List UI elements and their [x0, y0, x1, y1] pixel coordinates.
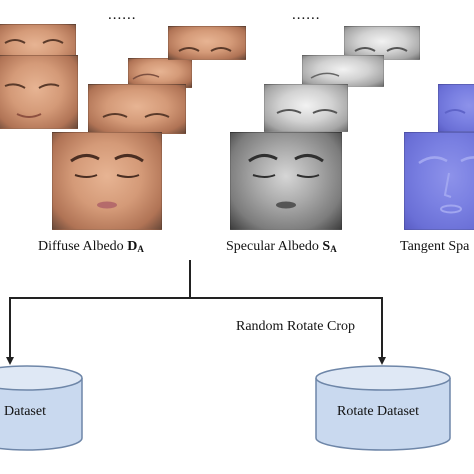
caption-tangent-text: Tangent Spa — [400, 239, 470, 254]
caption-specular-text: Specular Albedo — [226, 239, 323, 254]
specular-albedo-map-2 — [264, 84, 348, 132]
specular-albedo-map-1 — [230, 132, 342, 230]
connector-right-down — [381, 297, 383, 357]
specular-albedo-map-4 — [344, 26, 420, 60]
caption-diffuse-text: Diffuse Albedo — [38, 239, 128, 254]
connector-left-down — [9, 297, 11, 357]
diffuse-albedo-map-2 — [88, 84, 186, 134]
dataset-cylinder-left — [0, 365, 83, 451]
ellipsis-dots-diffuse: ...... — [108, 7, 137, 23]
connector-vertical-main — [189, 260, 191, 298]
dataset-cylinder-right — [315, 365, 451, 451]
caption-specular-symbol: S — [322, 239, 331, 254]
caption-diffuse-albedo: Diffuse Albedo DA — [38, 240, 144, 254]
diffuse-albedo-map-3 — [0, 55, 78, 129]
connector-horizontal — [9, 297, 383, 299]
tangent-space-map-2 — [438, 84, 474, 132]
caption-diffuse-subscript: A — [137, 244, 144, 254]
specular-albedo-map-3 — [302, 55, 384, 87]
tangent-space-map-1 — [404, 132, 474, 230]
caption-specular-subscript: A — [330, 244, 337, 254]
caption-diffuse-symbol: D — [127, 239, 138, 254]
dataset-label-right: Rotate Dataset — [337, 404, 420, 419]
dataset-label-left: Dataset — [4, 404, 46, 419]
ellipsis-dots-specular: ...... — [292, 7, 321, 23]
diffuse-albedo-map-6 — [128, 58, 192, 88]
arrowhead-right — [378, 357, 386, 365]
caption-specular-albedo: Specular Albedo SA — [226, 240, 337, 254]
diffuse-albedo-map-5 — [168, 26, 246, 60]
random-rotate-crop-label: Random Rotate Crop — [236, 319, 355, 334]
diffuse-albedo-map-1 — [52, 132, 162, 230]
arrowhead-left — [6, 357, 14, 365]
caption-tangent-space: Tangent Spa — [400, 240, 469, 254]
